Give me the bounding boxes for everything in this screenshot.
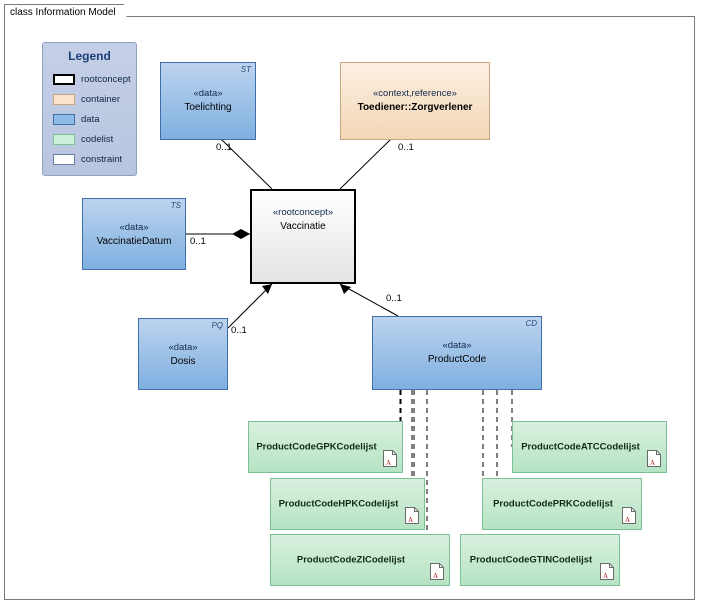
legend-label-codelist: codelist (81, 134, 114, 145)
class-dosis-corner: PQ (211, 321, 223, 330)
class-toelichting[interactable]: ST «data» Toelichting (160, 62, 256, 140)
legend-label-container: container (81, 94, 121, 105)
legend-swatch-codelist (53, 134, 75, 145)
class-dosis-stereotype: «data» (168, 342, 198, 353)
class-productcodeatccodelijst[interactable]: ProductCodeATCCodelijst A (512, 421, 667, 473)
diagram-frame-tab: class Information Model (4, 4, 135, 20)
multiplicity-productcode: 0..1 (386, 293, 402, 304)
class-productcodehpkcodelijst[interactable]: ProductCodeHPKCodelijst A (270, 478, 425, 530)
class-productcodegtincodelijst-name: ProductCodeGTINCodelijst (469, 554, 593, 566)
class-productcodeprkcodelijst[interactable]: ProductCodePRKCodelijst A (482, 478, 642, 530)
class-productcodezicodelijst-name: ProductCodeZICodelijst (296, 554, 406, 566)
class-productcode-name: ProductCode (427, 354, 487, 365)
class-zorgverlener-stereotype: «context,reference» (373, 88, 457, 99)
class-toelichting-corner: ST (240, 65, 251, 74)
class-productcodezicodelijst[interactable]: ProductCodeZICodelijst A (270, 534, 450, 586)
class-vaccinatiedatum-corner: TS (170, 201, 181, 210)
class-toelichting-stereotype: «data» (193, 88, 223, 99)
class-toelichting-name: Toelichting (184, 102, 232, 113)
class-vaccinatiedatum-stereotype: «data» (119, 222, 149, 233)
class-productcode-corner: CD (525, 319, 537, 328)
legend-swatch-constraint (53, 154, 75, 165)
document-icon: A (430, 563, 444, 580)
class-vaccinatie-stereotype: «rootconcept» (272, 207, 334, 218)
legend-label-rootconcept: rootconcept (81, 74, 131, 85)
class-vaccinatie-name: Vaccinatie (280, 221, 326, 232)
class-vaccinatie[interactable]: «rootconcept» Vaccinatie (250, 189, 356, 284)
class-productcodeprkcodelijst-name: ProductCodePRKCodelijst (493, 498, 613, 510)
multiplicity-toelichting: 0..1 (216, 142, 232, 153)
document-icon: A (647, 450, 661, 467)
legend-swatch-container (53, 94, 75, 105)
class-vaccinatiedatum[interactable]: TS «data» VaccinatieDatum (82, 198, 186, 270)
class-productcode-stereotype: «data» (442, 340, 472, 351)
legend-swatch-data (53, 114, 75, 125)
class-dosis[interactable]: PQ «data» Dosis (138, 318, 228, 390)
document-icon: A (405, 507, 419, 524)
multiplicity-zorgverlener: 0..1 (398, 142, 414, 153)
class-productcodegpkcodelijst[interactable]: ProductCodeGPKCodelijst A (248, 421, 403, 473)
class-productcodehpkcodelijst-name: ProductCodeHPKCodelijst (278, 498, 399, 510)
legend: Legend rootconcept container data codeli… (42, 42, 137, 176)
svg-text:A: A (603, 572, 608, 580)
document-icon: A (383, 450, 397, 467)
multiplicity-dosis: 0..1 (231, 325, 247, 336)
svg-text:A: A (386, 459, 391, 467)
legend-label-constraint: constraint (81, 154, 123, 165)
class-dosis-name: Dosis (170, 356, 196, 367)
legend-swatch-rootconcept (53, 74, 75, 85)
multiplicity-vaccinatiedatum: 0..1 (190, 236, 206, 247)
class-zorgverlener[interactable]: «context,reference» Toediener::Zorgverle… (340, 62, 490, 140)
class-productcodegpkcodelijst-name: ProductCodeGPKCodelijst (256, 441, 377, 453)
svg-text:A: A (408, 516, 413, 524)
legend-title: Legend (68, 49, 111, 63)
class-vaccinatiedatum-name: VaccinatieDatum (96, 236, 172, 247)
class-productcodegtincodelijst[interactable]: ProductCodeGTINCodelijst A (460, 534, 620, 586)
document-icon: A (622, 507, 636, 524)
document-icon: A (600, 563, 614, 580)
svg-text:A: A (433, 572, 438, 580)
legend-label-data: data (81, 114, 100, 125)
class-zorgverlener-name: Toediener::Zorgverlener (357, 102, 473, 113)
svg-text:A: A (650, 459, 655, 467)
svg-text:A: A (625, 516, 630, 524)
class-productcode[interactable]: CD «data» ProductCode (372, 316, 542, 390)
class-productcodeatccodelijst-name: ProductCodeATCCodelijst (521, 441, 640, 453)
